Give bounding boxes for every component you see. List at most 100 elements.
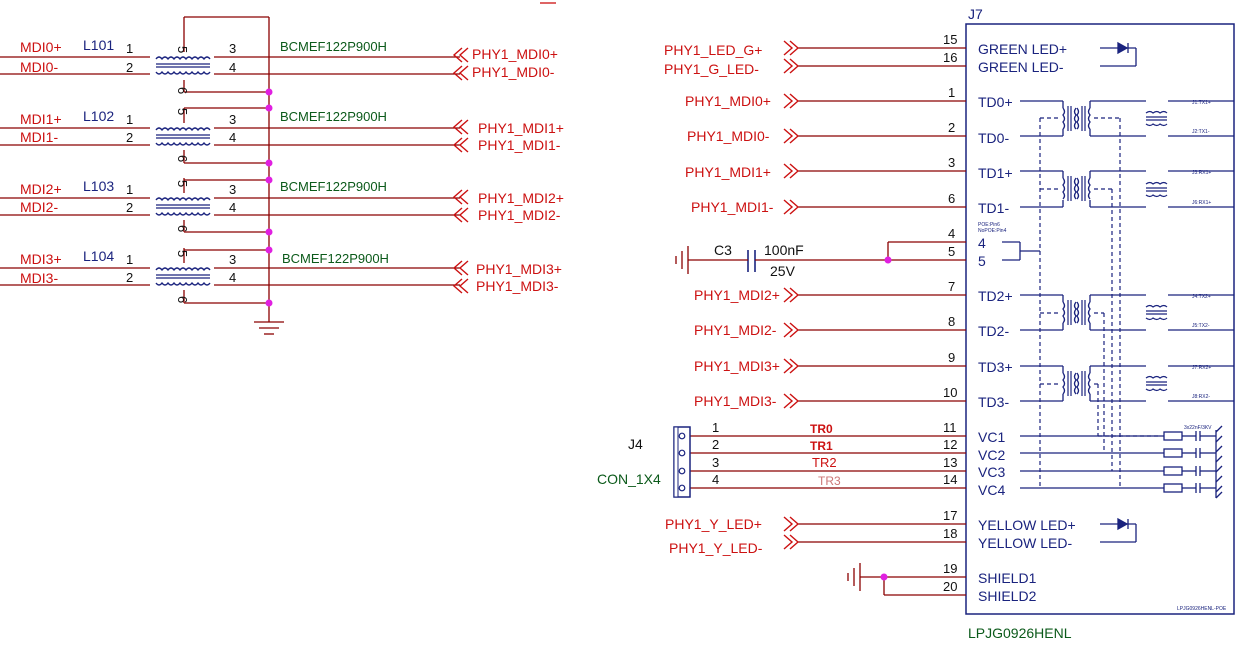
pin45-bracket — [1002, 241, 1040, 261]
pin-l104-6: 6 — [175, 296, 190, 303]
net-label-phy1-y-led-neg: PHY1_Y_LED- — [669, 540, 763, 556]
j7-net-chevrons — [783, 40, 799, 550]
net-label-j7-phy1-mdi3-neg: PHY1_MDI3- — [694, 393, 777, 409]
net-label-phy1-mdi0-neg: PHY1_MDI0- — [472, 64, 555, 80]
left-junctions — [265, 88, 273, 307]
j4-pin-1: 1 — [712, 420, 719, 435]
pin-l102-4: 4 — [229, 130, 236, 145]
j7-pin-num-10: 10 — [943, 385, 957, 400]
pin-l103-3: 3 — [229, 182, 236, 197]
net-label-mdi2-neg: MDI2- — [20, 199, 58, 215]
ground-symbol-shield — [847, 563, 861, 591]
pin-l103-2: 2 — [126, 200, 133, 215]
j7-pin-num-5: 5 — [948, 244, 955, 259]
j7-pin-name-vc1: VC1 — [978, 429, 1005, 445]
ref-l102: L102 — [83, 108, 114, 124]
pin-l103-5: 5 — [175, 180, 190, 187]
j7-pin-name-vc4: VC4 — [978, 482, 1005, 498]
net-label-phy1-mdi0-pos: PHY1_MDI0+ — [472, 46, 558, 62]
junction-shield — [880, 573, 888, 581]
net-label-phy1-mdi3-pos: PHY1_MDI3+ — [476, 261, 562, 277]
pin-l101-4: 4 — [229, 60, 236, 75]
int-label-j2: J2:TX1- — [1192, 129, 1210, 135]
j7-transformer-ch2 — [1020, 170, 1234, 208]
ref-l103: L103 — [83, 178, 114, 194]
j7-pin-num-9: 9 — [948, 350, 955, 365]
int-label-j6: J6:RX1+ — [1192, 200, 1211, 206]
pin-l104-1: 1 — [126, 252, 133, 267]
led-yellow-symbol — [1100, 517, 1137, 543]
ground-symbol-c3 — [675, 246, 689, 274]
net-label-mdi1-pos: MDI1+ — [20, 111, 62, 127]
c3-ref: C3 — [714, 242, 732, 258]
net-label-j7-phy1-mdi0-pos: PHY1_MDI0+ — [685, 93, 771, 109]
j7-pin-name-shield2: SHIELD2 — [978, 588, 1037, 604]
net-label-phy1-led-g-pos: PHY1_LED_G+ — [664, 42, 762, 58]
net-label-phy1-mdi3-neg: PHY1_MDI3- — [476, 278, 559, 294]
pin-l103-4: 4 — [229, 200, 236, 215]
j7-pin-name-td2-pos: TD2+ — [978, 288, 1013, 304]
j7-body-label: LPJG0926HENL-POE — [1177, 606, 1227, 612]
net-label-phy1-mdi2-neg: PHY1_MDI2- — [478, 207, 561, 223]
j7-pin-num-12: 12 — [943, 437, 957, 452]
net-label-mdi3-neg: MDI3- — [20, 270, 58, 286]
ref-l101: L101 — [83, 37, 114, 53]
j7-pin-name-yellow-led-neg: YELLOW LED- — [978, 535, 1072, 551]
vc-network — [1020, 425, 1223, 499]
part-l101: BCMEF122P900H — [280, 39, 387, 54]
magnetics-section — [183, 16, 270, 322]
j7-pin-name-td2-neg: TD2- — [978, 323, 1009, 339]
c3-value: 100nF — [764, 242, 804, 258]
j7-pin-name-td3-pos: TD3+ — [978, 359, 1013, 375]
pin-l102-1: 1 — [126, 112, 133, 127]
j7-ref: J7 — [968, 6, 983, 22]
tr-labels: TR0 TR1 TR2 TR3 — [810, 422, 841, 488]
net-label-mdi1-neg: MDI1- — [20, 129, 58, 145]
j7-pin-wires — [690, 47, 966, 596]
j7-pin-num-3: 3 — [948, 155, 955, 170]
net-label-mdi0-pos: MDI0+ — [20, 39, 62, 55]
net-label-j7-phy1-mdi1-neg: PHY1_MDI1- — [691, 199, 774, 215]
j7-pin-name-shield1: SHIELD1 — [978, 570, 1037, 586]
pin-l104-3: 3 — [229, 252, 236, 267]
j4-pin-4: 4 — [712, 472, 719, 487]
net-label-phy1-mdi2-pos: PHY1_MDI2+ — [478, 190, 564, 206]
part-l104: BCMEF122P900H — [282, 251, 389, 266]
j7-pin-name-td0-pos: TD0+ — [978, 94, 1013, 110]
net-label-tr0: TR0 — [810, 422, 833, 436]
j7-transformer-ch3 — [1020, 294, 1234, 331]
magnetic-block-l101: MDI0+ MDI0- L101 1 2 3 4 5 6 BCMEF122P90… — [0, 37, 558, 94]
poe-note-1: POE:Pin6 — [978, 222, 1000, 228]
poe-note-2: NoPOE:Pin4 — [978, 228, 1007, 234]
j7-pin-name-4: 4 — [978, 235, 986, 251]
j4-ref: J4 — [628, 436, 643, 452]
net-label-phy1-y-led-pos: PHY1_Y_LED+ — [665, 516, 762, 532]
c3-voltage: 25V — [770, 263, 796, 279]
pin-l102-2: 2 — [126, 130, 133, 145]
magnetic-block-l104: MDI3+ MDI3- L104 1 2 3 4 5 6 BCMEF122P90… — [0, 248, 562, 303]
int-label-j4: J4:TX2+ — [1192, 294, 1211, 300]
connector-j4: J4 CON_1X4 1 2 3 4 — [597, 420, 719, 498]
j7-pin-num-19: 19 — [943, 561, 957, 576]
net-label-tr2: TR2 — [812, 455, 837, 470]
j7-pin-num-18: 18 — [943, 526, 957, 541]
j4-pin-3: 3 — [712, 455, 719, 470]
j7-pin-num-17: 17 — [943, 508, 957, 523]
int-label-j3: J3:RX1+ — [1192, 170, 1211, 176]
capacitor-c3: C3 100nF 25V — [688, 242, 892, 279]
int-label-j7: J7:RX2+ — [1192, 365, 1211, 371]
pin-l104-5: 5 — [175, 250, 190, 257]
part-l102: BCMEF122P900H — [280, 109, 387, 124]
int-label-j8: J8:RX2- — [1192, 394, 1210, 400]
net-label-j7-phy1-mdi0-neg: PHY1_MDI0- — [687, 128, 770, 144]
pin-l104-2: 2 — [126, 270, 133, 285]
pin-l103-1: 1 — [126, 182, 133, 197]
j7-pin-name-td3-neg: TD3- — [978, 394, 1009, 410]
net-label-j7-phy1-mdi2-neg: PHY1_MDI2- — [694, 322, 777, 338]
j7-pin-num-11: 11 — [943, 420, 957, 435]
j7-pin-name-5: 5 — [978, 253, 986, 269]
magnetic-block-l103: MDI2+ MDI2- L103 1 2 3 4 5 6 BCMEF122P90… — [0, 178, 564, 232]
j7-transformer-ch4 — [1020, 365, 1234, 402]
int-label-caps: 3x22nF/3KV — [1184, 425, 1212, 431]
j4-part: CON_1X4 — [597, 471, 661, 487]
